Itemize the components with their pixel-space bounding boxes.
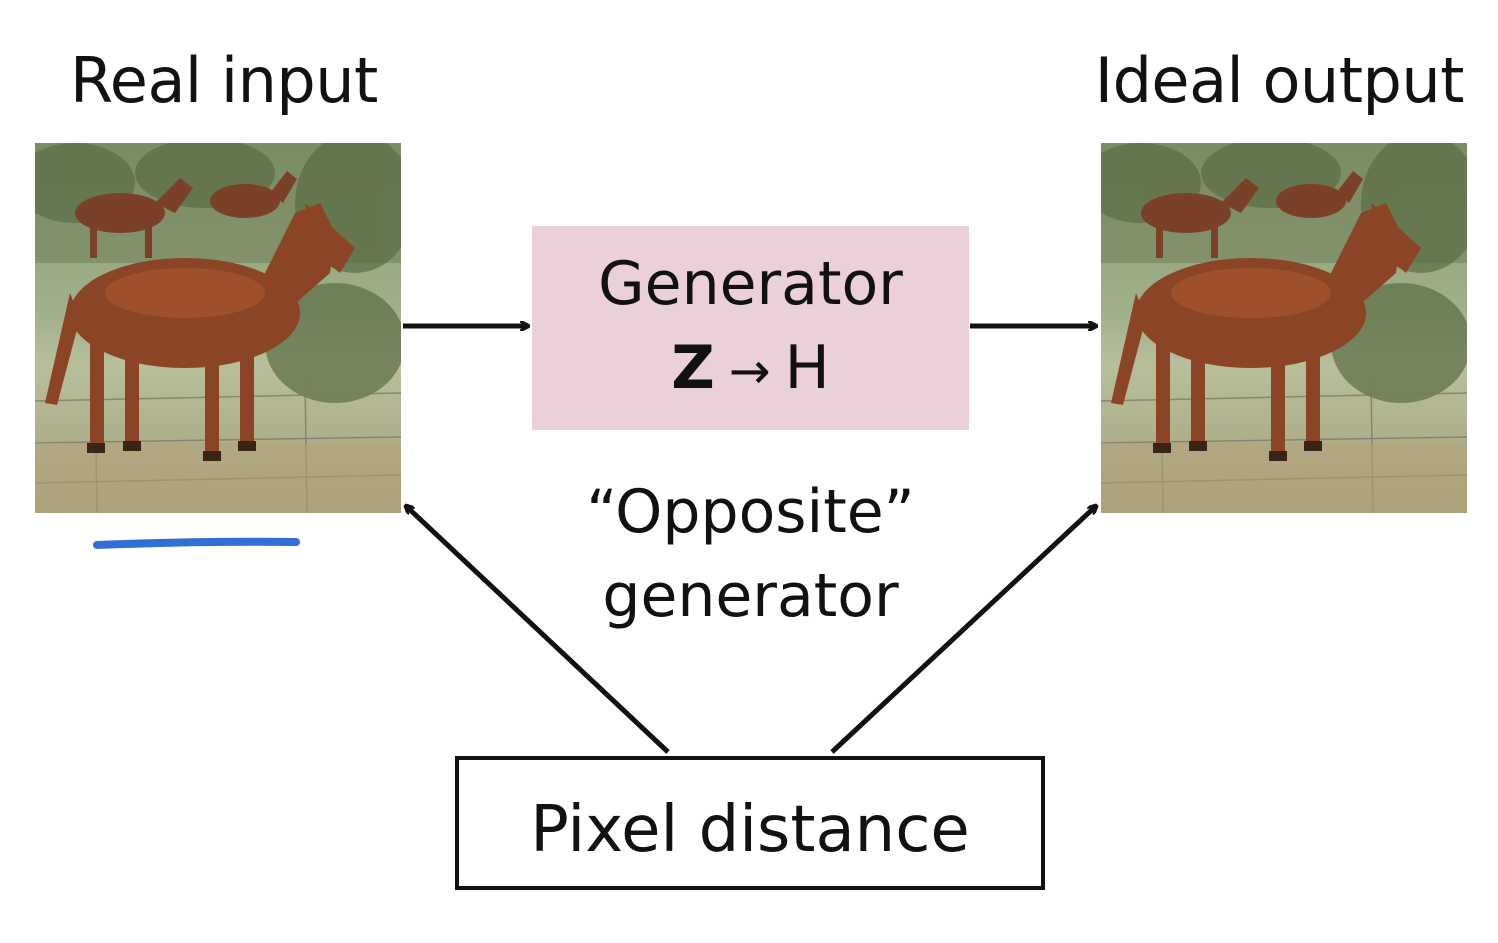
generator-box: Generator Z→H xyxy=(532,226,969,430)
opposite-generator-label: “Opposite” generator xyxy=(532,470,969,638)
generator-mapping: Z→H xyxy=(532,338,969,398)
pixel-distance-label: Pixel distance xyxy=(530,793,970,867)
ideal-output-horse-image xyxy=(1101,143,1467,513)
generator-from-domain: Z xyxy=(671,333,715,403)
real-input-label: Real input xyxy=(70,44,378,117)
opposite-generator-line2: generator xyxy=(602,561,899,631)
annotation-underline xyxy=(93,537,300,549)
arrow-pixel-distance-to-output xyxy=(830,506,1096,754)
real-input-horse-image xyxy=(35,143,401,513)
opposite-generator-line1: “Opposite” xyxy=(586,477,915,547)
ideal-output-label: Ideal output xyxy=(1094,44,1465,117)
generator-title: Generator xyxy=(598,249,903,319)
mapping-arrow-icon: → xyxy=(728,342,771,400)
generator-to-domain: H xyxy=(784,333,830,403)
pixel-distance-box: Pixel distance xyxy=(455,756,1045,890)
arrow-pixel-distance-to-input xyxy=(406,506,670,754)
